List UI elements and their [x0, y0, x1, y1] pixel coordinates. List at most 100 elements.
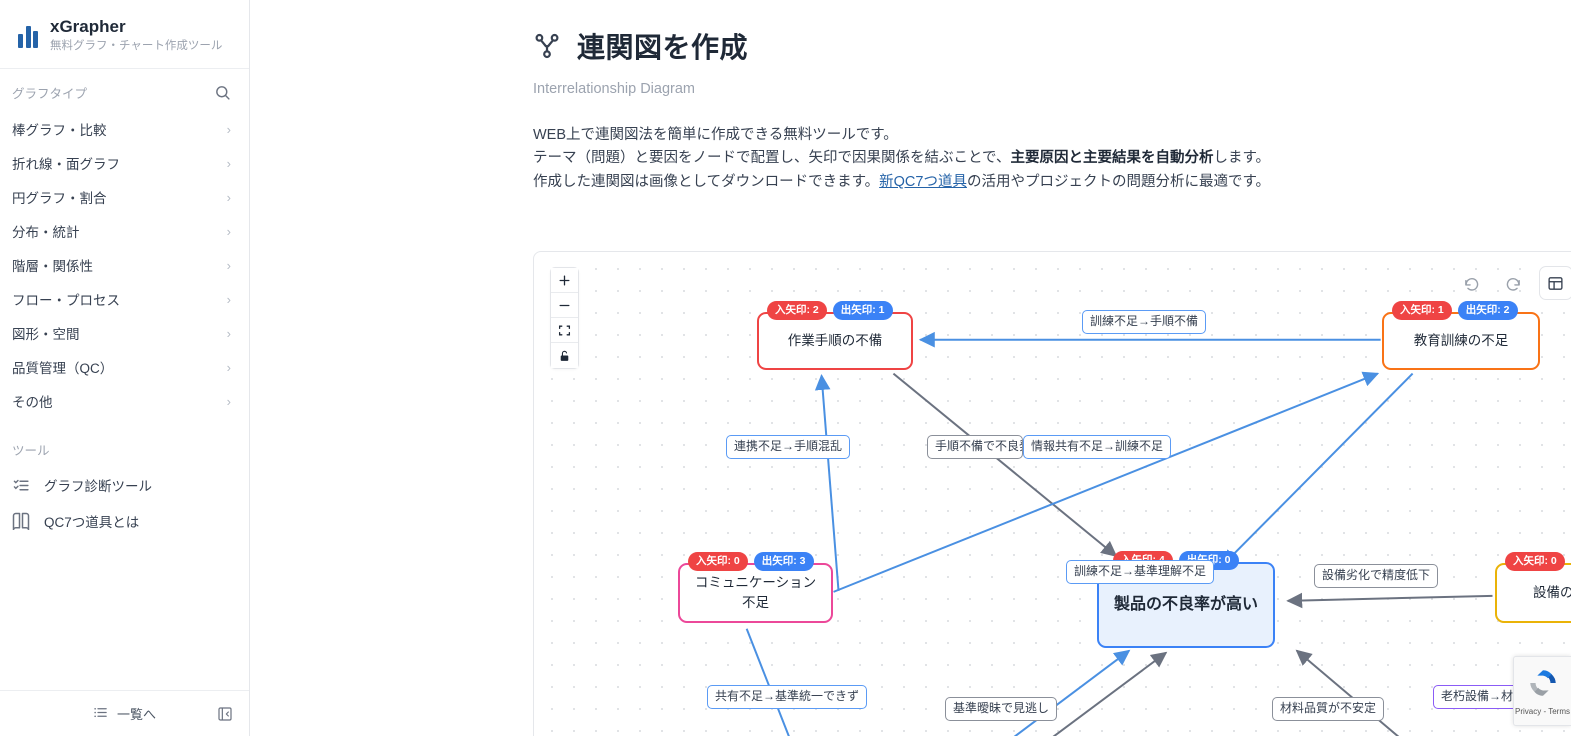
fit-view-button[interactable]	[551, 318, 578, 343]
chevron-right-icon: ›	[226, 291, 231, 307]
recaptcha-text: Privacy - Terms	[1515, 707, 1570, 716]
desc-line-3: 作成した連関図は画像としてダウンロードできます。新QC7つ道具の活用やプロジェク…	[533, 171, 1571, 194]
edge-label-3[interactable]: 情報共有不足→訓練不足	[1023, 435, 1172, 459]
desc-line-3-b: の活用やプロジェクトの問題分析に最適です。	[966, 173, 1271, 190]
recaptcha-icon	[1526, 666, 1560, 705]
sidebar-item-label: 品質管理（QC）	[12, 361, 114, 377]
edge-label-8[interactable]: 材料品質が不安定	[1272, 697, 1385, 721]
node-n1-badges: 入矢印: 2 出矢印: 1	[767, 301, 893, 321]
sidebar-item-bar[interactable]: 棒グラフ・比較›	[0, 112, 249, 146]
page-subtitle: Interrelationship Diagram	[533, 81, 695, 97]
edge-label-7[interactable]: 基準曖昧で見逃し	[945, 697, 1058, 721]
edge-label-6[interactable]: 共有不足→基準統一できず	[707, 685, 868, 709]
edge-n3-n4-stub[interactable]	[745, 628, 834, 736]
desc-line-2-bold: 主要原因と主要結果を自動分析	[1010, 150, 1214, 167]
diagram-canvas[interactable]: 入矢印: 2 出矢印: 1 作業手順の不備 入矢印: 1 出矢印: 2 教育訓練…	[533, 251, 1571, 736]
out-badge: 出矢印: 1	[832, 301, 893, 321]
sidebar-item-label: 円グラフ・割合	[12, 191, 107, 207]
canvas-toolbar: 画像を保存	[1455, 266, 1571, 300]
sidebar-item-label: 階層・関係性	[12, 259, 93, 275]
sidebar-item-pie[interactable]: 円グラフ・割合 ›	[0, 180, 249, 214]
go-to-list-button[interactable]: 一覧へ	[93, 704, 156, 723]
node-graph-icon	[533, 32, 561, 60]
sidebar-footer: 一覧へ	[0, 690, 249, 736]
chevron-right-icon: ›	[226, 189, 231, 205]
recaptcha-badge[interactable]: Privacy - Terms	[1513, 656, 1571, 726]
undo-button[interactable]	[1455, 266, 1489, 300]
sidebar: xGrapher 無料グラフ・チャート作成ツール グラフタイプ 棒グラフ・比較›…	[0, 0, 250, 736]
in-badge: 入矢印: 2	[767, 301, 827, 321]
node-n5[interactable]: 入矢印: 0 出矢印: 2 設備の老朽化	[1495, 552, 1571, 623]
desc-line-2: テーマ（問題）と要因をノードで配置し、矢印で因果関係を結ぶことで、主要原因と主要…	[533, 147, 1571, 170]
edge-label-2[interactable]: 手順不備で不良発生	[927, 435, 1023, 459]
node-label: 教育訓練の不足	[1413, 333, 1509, 349]
graph-type-label: グラフタイプ	[12, 87, 88, 102]
chevron-right-icon: ›	[226, 359, 231, 375]
edge-label-1[interactable]: 連携不足→手順混乱	[726, 435, 851, 459]
go-to-list-label: 一覧へ	[116, 707, 156, 722]
page-title: 連関図を作成	[577, 32, 749, 63]
node-label: コミュニケーション不足	[694, 575, 817, 610]
sidebar-item-flow[interactable]: フロー・プロセス ›	[0, 282, 249, 316]
page-description: WEB上で連関図法を簡単に作成できる無料ツールです。 テーマ（問題）と要因をノー…	[533, 124, 1571, 194]
sidebar-item-label: フロー・プロセス	[12, 293, 120, 309]
sidebar-item-label: QC7つ道具とは	[44, 515, 140, 531]
edge-n1-n4-a[interactable]	[892, 372, 1118, 557]
edge-label-5[interactable]: 設備劣化で精度低下	[1314, 564, 1439, 588]
edge-n3-n2[interactable]	[833, 371, 1380, 593]
app-tagline: 無料グラフ・チャート作成ツール	[50, 40, 223, 53]
main-content: 連関図を作成 Interrelationship Diagram WEB上で連関…	[250, 0, 1571, 736]
zoom-toolbar	[550, 267, 579, 369]
search-icon[interactable]	[212, 82, 233, 103]
edge-n5-n4-b[interactable]	[1295, 649, 1533, 736]
panel-collapse-icon[interactable]	[217, 706, 233, 722]
sidebar-item-line[interactable]: 折れ線・面グラフ ›	[0, 146, 249, 180]
sidebar-item-distribution[interactable]: 分布・統計›	[0, 214, 249, 248]
edge-layer	[745, 331, 1533, 736]
sidebar-item-label: その他	[12, 395, 53, 411]
desc-line-3-a: 作成した連関図は画像としてダウンロードできます。	[533, 173, 880, 190]
redo-button[interactable]	[1497, 266, 1531, 300]
zoom-out-button[interactable]	[551, 293, 578, 318]
edge-label-4[interactable]: 訓練不足→基準理解不足	[1066, 560, 1215, 584]
desc-line-1: WEB上で連関図法を簡単に作成できる無料ツールです。	[533, 127, 898, 143]
node-n1[interactable]: 入矢印: 2 出矢印: 1 作業手順の不備	[757, 301, 913, 370]
node-label: 作業手順の不備	[787, 333, 883, 349]
sidebar-item-qc[interactable]: 品質管理（QC） ›	[0, 350, 249, 384]
edge-n3-n1[interactable]	[814, 373, 840, 591]
chevron-right-icon: ›	[226, 393, 231, 409]
desc-line-2-c: します。	[1213, 150, 1271, 167]
sidebar-item-qc7-guide[interactable]: QC7つ道具とは	[0, 503, 249, 539]
book-icon	[12, 512, 30, 531]
node-n3[interactable]: 入矢印: 0 出矢印: 3 コミュニケーション不足	[678, 552, 833, 623]
out-badge: 出矢印: 2	[1457, 301, 1518, 321]
layout-button[interactable]	[1538, 266, 1571, 300]
sidebar-item-shape[interactable]: 図形・空間›	[0, 316, 249, 350]
sidebar-item-hierarchy[interactable]: 階層・関係性 ›	[0, 248, 249, 282]
brand[interactable]: xGrapher 無料グラフ・チャート作成ツール	[0, 0, 249, 70]
chevron-right-icon: ›	[226, 257, 231, 273]
edge-n2-n4[interactable]	[1221, 372, 1414, 567]
graph-type-list: 棒グラフ・比較› 折れ線・面グラフ› 円グラフ・割合› 分布・統計› 階層・関係…	[0, 112, 249, 418]
node-n2-badges: 入矢印: 1 出矢印: 2	[1392, 301, 1518, 321]
sidebar-item-label: 折れ線・面グラフ	[12, 157, 120, 173]
qc7-link[interactable]: 新QC7つ道具	[879, 173, 967, 190]
sidebar-item-diagnose-tool[interactable]: グラフ診断ツール	[0, 467, 249, 503]
edge-n5-n4-a[interactable]	[1286, 592, 1493, 609]
edge-n3-n4[interactable]	[863, 649, 1131, 736]
list-check-icon	[12, 476, 30, 494]
out-badge: 出矢印: 3	[753, 552, 814, 572]
edge-label-0[interactable]: 訓練不足→手順不備	[1082, 310, 1207, 334]
node-n2[interactable]: 入矢印: 1 出矢印: 2 教育訓練の不足	[1382, 301, 1540, 370]
zoom-in-button[interactable]	[551, 268, 578, 293]
app-logo-icon	[18, 22, 38, 49]
edge-n1-n4-b[interactable]	[901, 651, 1168, 736]
sidebar-item-label: 棒グラフ・比較	[12, 123, 107, 139]
in-badge: 入矢印: 0	[688, 552, 748, 572]
sidebar-item-other[interactable]: その他 ›	[0, 384, 249, 418]
node-label: 設備の老朽化	[1533, 585, 1571, 601]
lock-button[interactable]	[551, 343, 578, 368]
app-name: xGrapher	[50, 17, 126, 36]
list-icon	[93, 705, 108, 723]
chevron-right-icon: ›	[226, 155, 231, 171]
